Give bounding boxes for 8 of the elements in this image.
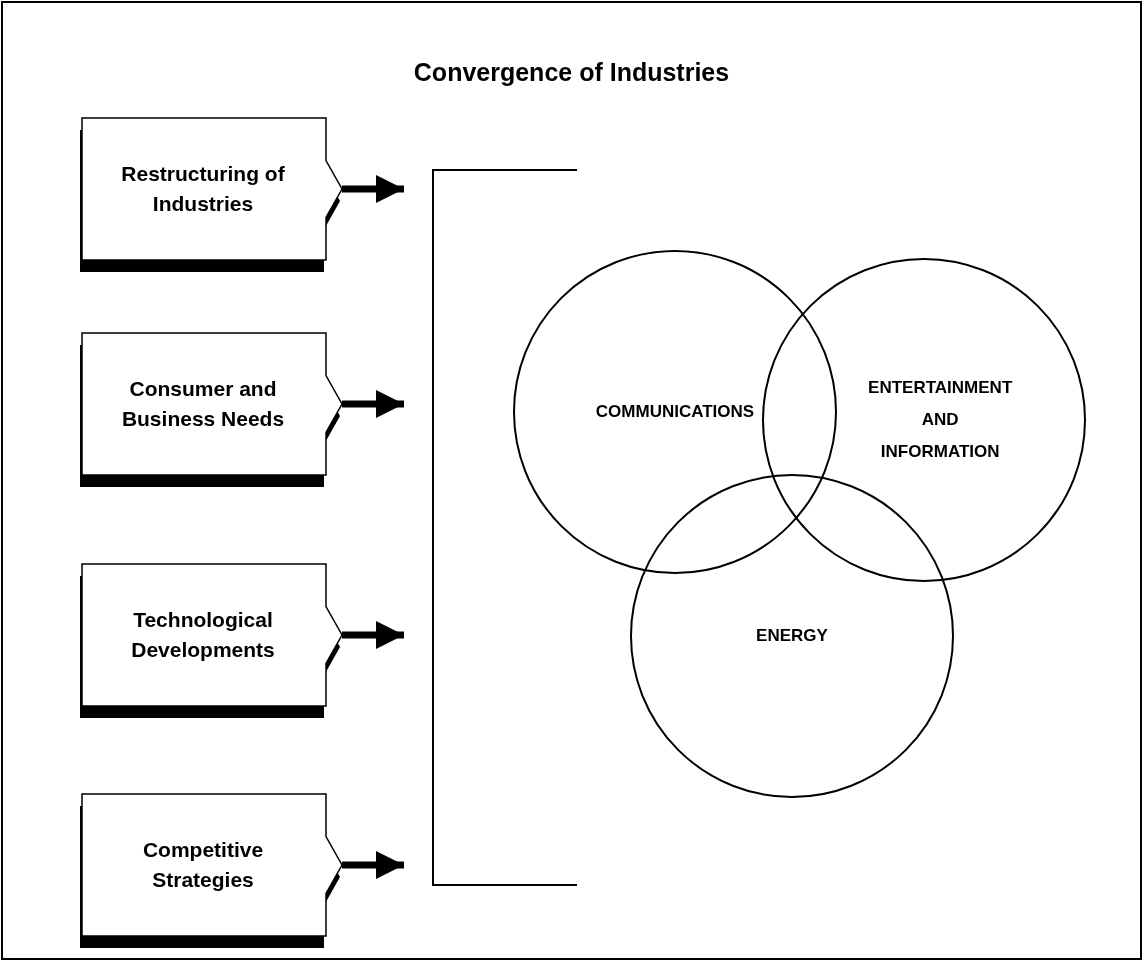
box-label: Consumer and Business Needs: [120, 376, 286, 432]
box-label: Restructuring of Industries: [120, 161, 286, 217]
box-label: Technological Developments: [130, 607, 276, 663]
circle-label: ENERGY: [755, 625, 829, 647]
circle-label: COMMUNICATIONS: [594, 401, 756, 423]
box-label: Competitive Strategies: [141, 837, 265, 893]
diagram-title: Convergence of Industries: [412, 58, 731, 87]
circle-label: ENTERTAINMENT AND INFORMATION: [867, 377, 1014, 463]
